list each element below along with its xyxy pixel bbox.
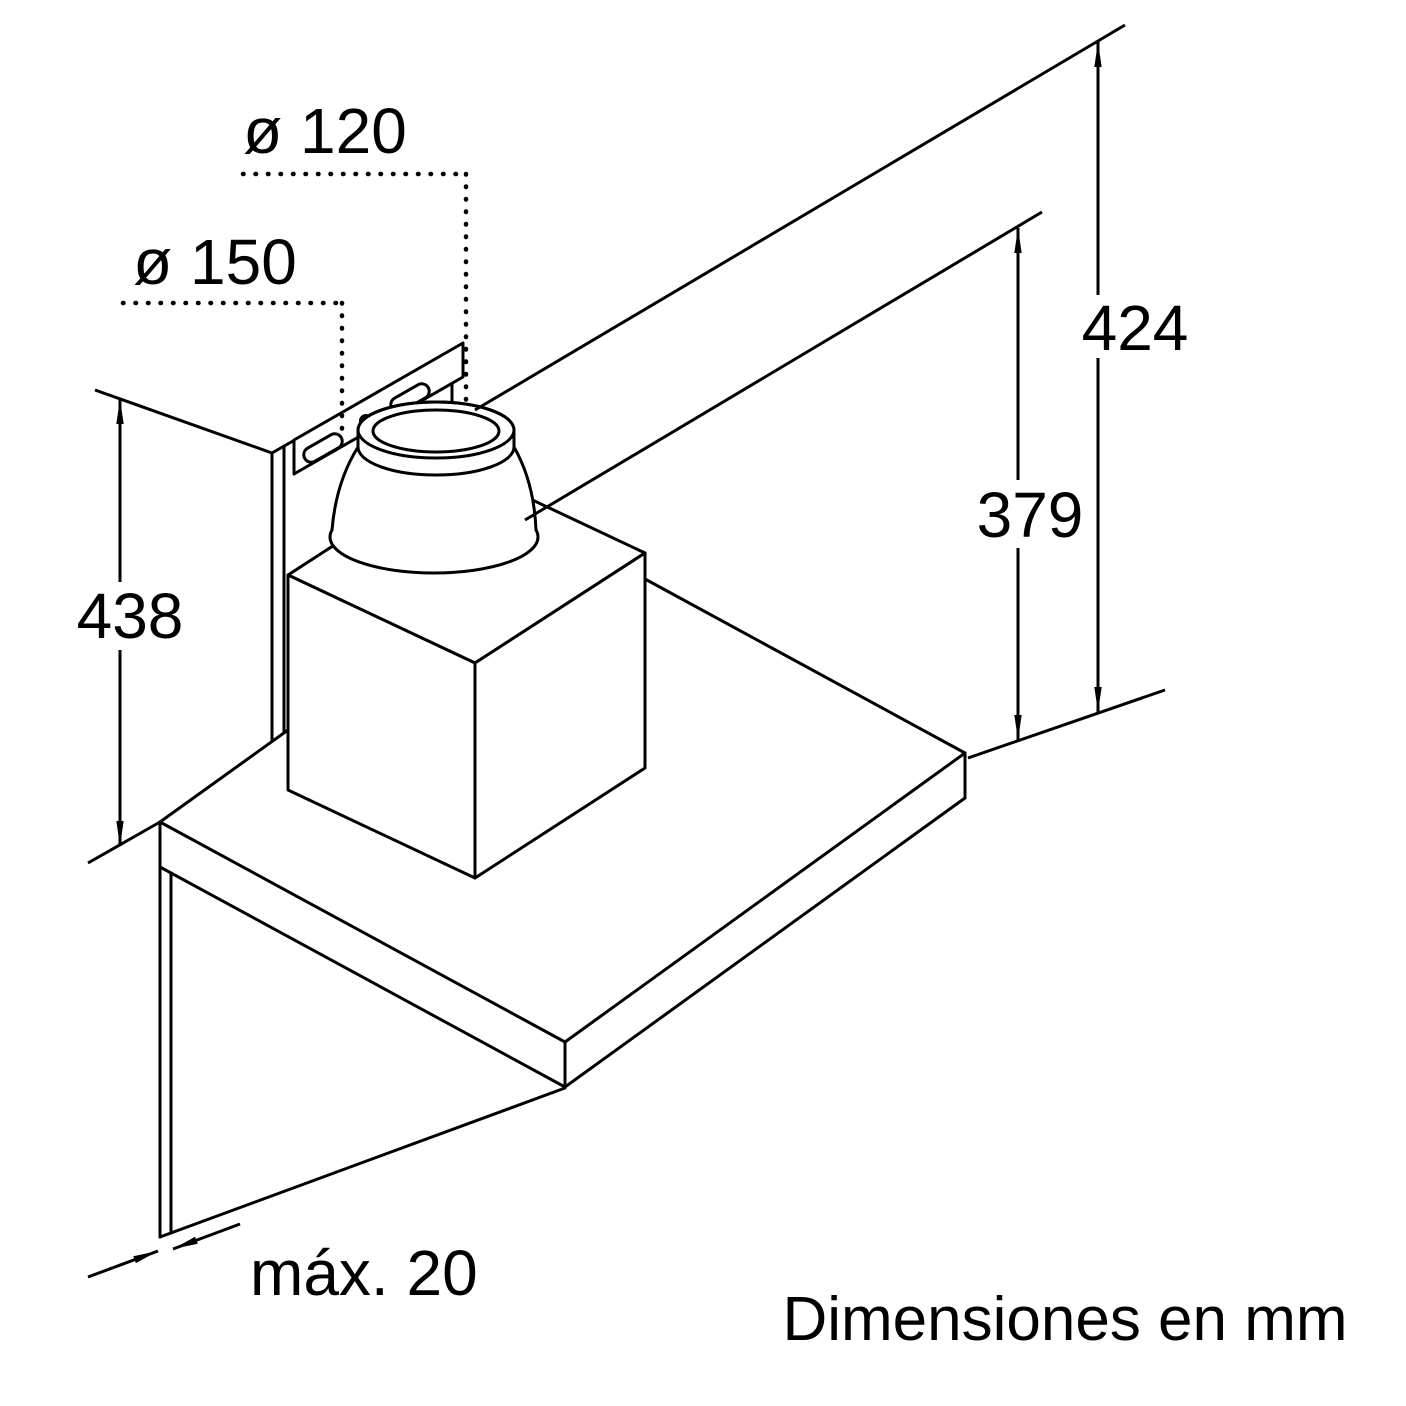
label-panel-height: 438	[77, 580, 184, 652]
dimension-max-panel-thickness: máx. 20	[87, 1222, 478, 1309]
duct-top-rim	[356, 400, 516, 460]
dimension-height-to-duct-base: 379	[524, 210, 1084, 740]
leader-duct-base-diameter: ø 150	[120, 226, 345, 435]
label-max-panel-thickness: máx. 20	[250, 1237, 478, 1309]
duct-adapter	[328, 400, 540, 575]
cabinet-side-panel	[158, 820, 567, 1239]
dimension-height-to-duct-top: 424	[474, 23, 1189, 760]
dimension-panel-height: 438	[77, 388, 273, 865]
bracket-slot-left	[302, 432, 344, 464]
leader-duct-top-diameter: ø 120	[240, 95, 469, 407]
label-duct-top-diameter: ø 120	[243, 95, 407, 167]
duct-opening	[371, 408, 501, 454]
label-height-to-duct-base: 379	[977, 479, 1084, 551]
label-duct-base-diameter: ø 150	[133, 226, 297, 298]
label-height-to-duct-top: 424	[1082, 292, 1189, 364]
duct-collar	[356, 400, 516, 477]
units-note: Dimensiones en mm	[782, 1285, 1347, 1354]
